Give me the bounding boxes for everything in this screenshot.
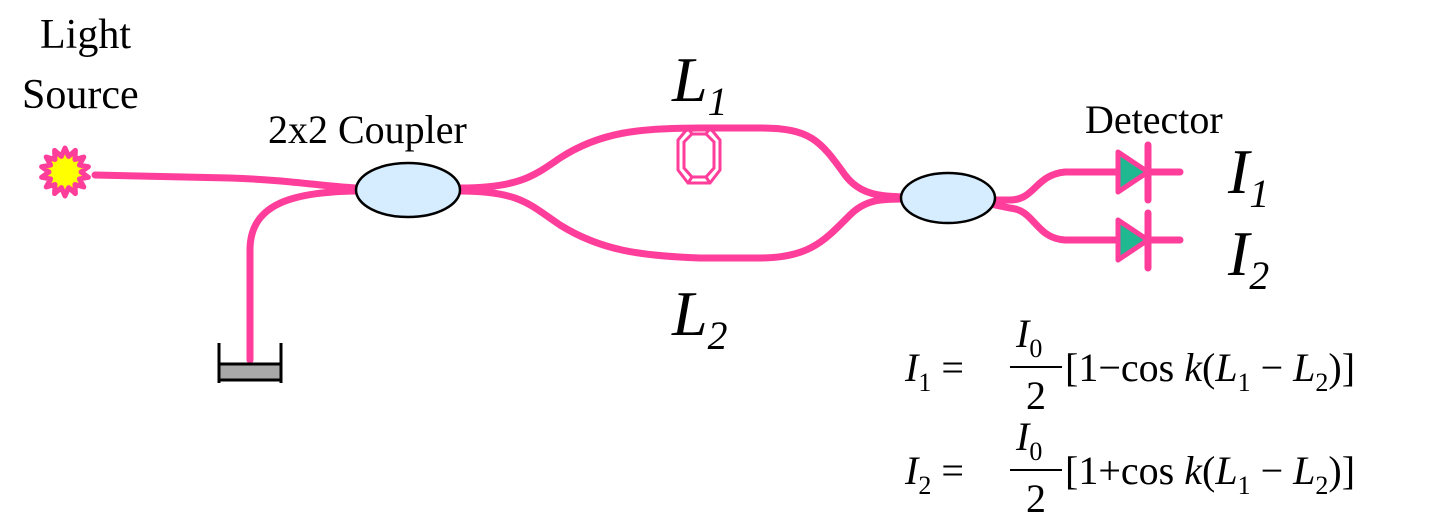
output-intensity-2-label: I2 bbox=[1228, 218, 1270, 298]
photodiode-1-icon bbox=[1115, 141, 1152, 204]
equation-1-numerator: I0 bbox=[1016, 311, 1043, 363]
coupler-2 bbox=[899, 171, 997, 225]
output-fiber-top bbox=[991, 168, 1184, 204]
arm-length-top-label: L1 bbox=[672, 44, 728, 124]
coupler-1 bbox=[354, 161, 462, 219]
light-source-icon bbox=[39, 145, 91, 199]
light-source-label-line1: Light bbox=[40, 12, 131, 58]
arm-top-fiber bbox=[456, 124, 907, 201]
coupler-label: 2x2 Coupler bbox=[268, 107, 467, 152]
arm-bottom-fiber bbox=[456, 187, 907, 262]
output-fiber-bottom bbox=[991, 201, 1184, 244]
fiber-terminator bbox=[217, 343, 283, 383]
detector-label: Detector bbox=[1085, 97, 1223, 142]
light-source-label-line2: Source bbox=[22, 72, 139, 118]
output-intensity-1-label: I1 bbox=[1228, 136, 1270, 216]
equation-2-fraction-bar bbox=[1010, 469, 1062, 471]
arm-length-bottom-label: L2 bbox=[672, 278, 728, 358]
equation-1-fraction-bar bbox=[1010, 366, 1062, 368]
fiber-coil bbox=[676, 126, 722, 185]
equation-1-rhs: [1−cos k(L1 − L2)] bbox=[1065, 345, 1356, 397]
equation-1-denominator: 2 bbox=[1026, 373, 1046, 418]
terminated-fiber bbox=[246, 187, 360, 364]
equation-1-lhs: I1 = bbox=[905, 345, 964, 397]
equation-2-denominator: 2 bbox=[1026, 476, 1046, 521]
equation-2-numerator: I0 bbox=[1016, 414, 1043, 466]
photodiode-2-icon bbox=[1115, 209, 1152, 272]
input-fiber bbox=[91, 171, 360, 192]
equation-2-rhs: [1+cos k(L1 − L2)] bbox=[1065, 448, 1356, 500]
equation-2-lhs: I2 = bbox=[905, 448, 964, 500]
